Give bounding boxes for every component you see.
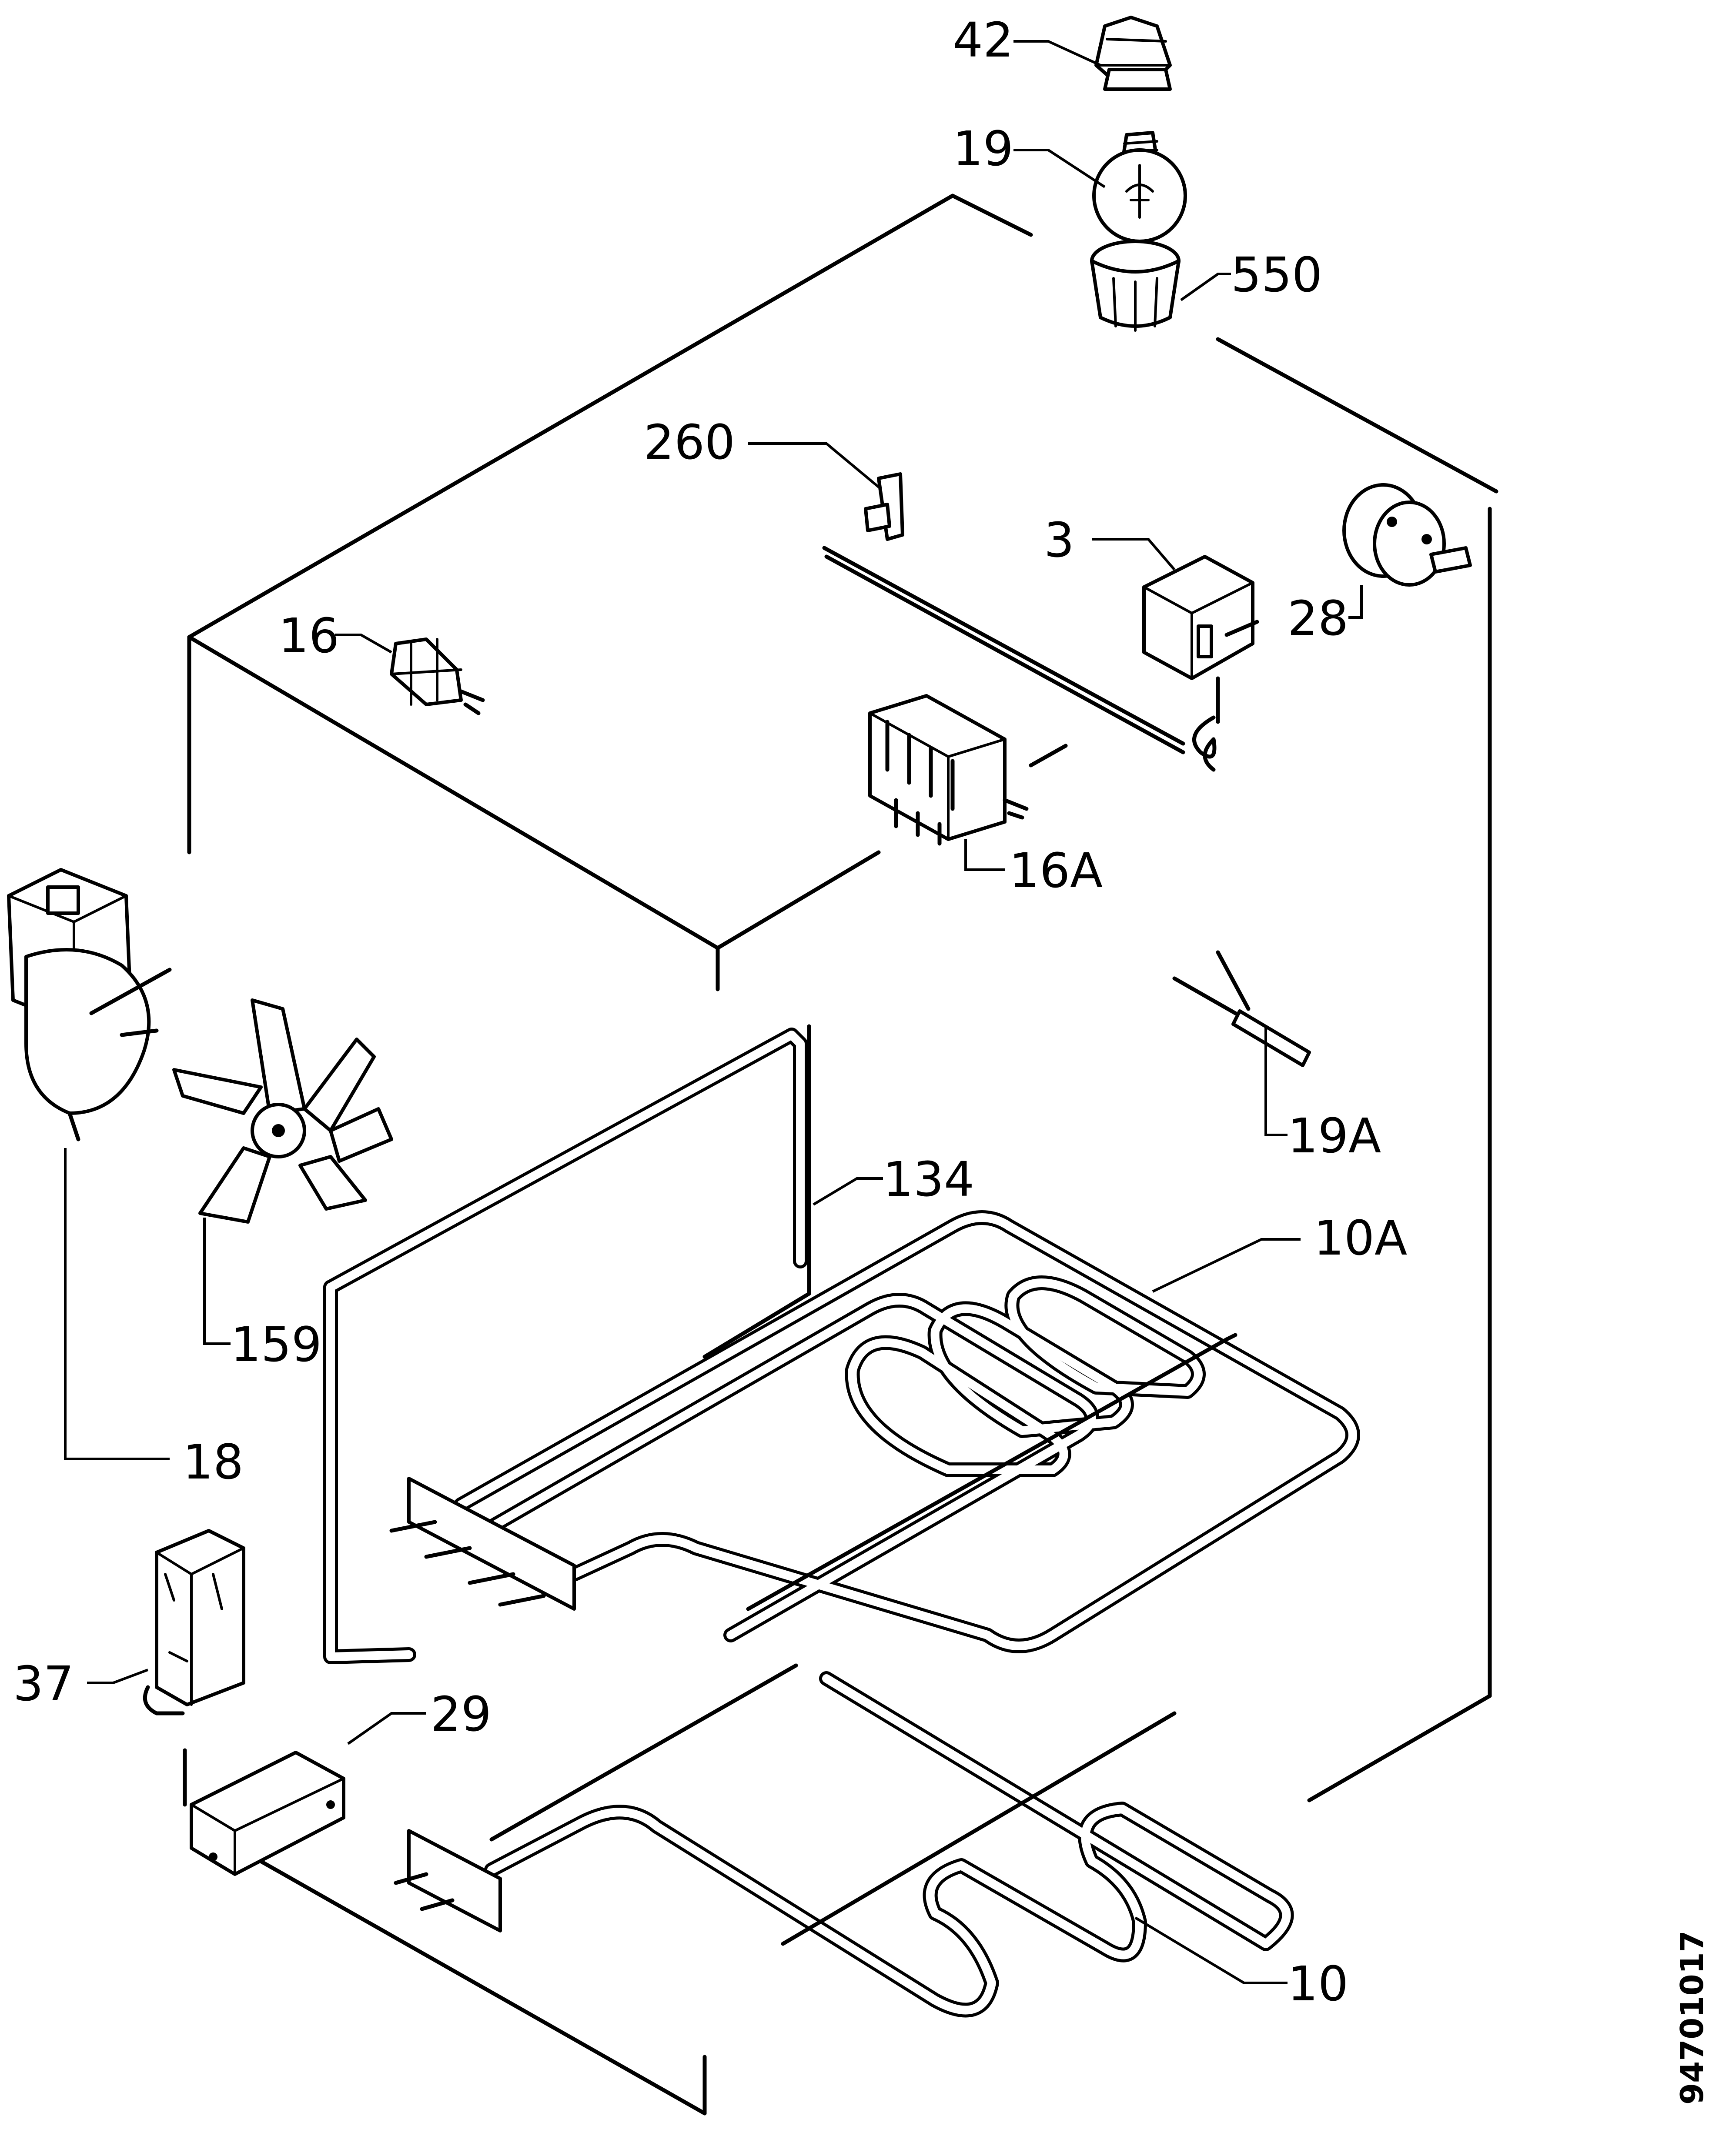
lamp-cover-callout: 42 [953,12,1101,68]
fan-motor-callout: 18 [64,1148,244,1490]
clip-part [864,472,904,541]
fan-blade-part [172,998,393,1224]
temperature-probe-part [1172,950,1311,1067]
timer-knob-callout: 28 [1288,585,1363,646]
terminal-block-callout: 29 [347,1686,492,1745]
part-label-159: 159 [231,1317,322,1372]
push-switch-part [390,637,485,715]
selector-switch-part [868,694,1029,846]
lamp-holder-callout: 550 [1180,247,1322,303]
fan-motor-part [7,868,172,1141]
lamp-cover-part [1094,16,1172,91]
part-label-16A: 16A [1009,843,1103,898]
lamp-bulb-part [1092,131,1187,243]
bottom-element-part [394,1663,1294,2018]
grill-element-callout: 10A [1152,1210,1407,1293]
part-label-28: 28 [1288,591,1348,646]
grill-element-part [389,1210,1360,1653]
part-label-16: 16 [278,608,339,664]
part-label-260: 260 [644,414,735,470]
part-label-10A: 10A [1314,1210,1407,1266]
lamp-bulb-callout: 19 [953,121,1106,188]
push-switch-callout: 16 [278,608,392,664]
lamp-holder-part [1090,240,1181,332]
temperature-probe-callout: 19A [1264,1026,1381,1164]
part-label-19A: 19A [1288,1108,1381,1164]
door-switch-callout: 37 [13,1656,149,1712]
fan-blade-callout: 159 [203,1218,322,1372]
part-label-42: 42 [953,12,1013,68]
door-switch-part [143,1529,245,1715]
part-label-29: 29 [431,1686,492,1742]
part-label-550: 550 [1231,247,1322,303]
part-label-134: 134 [883,1151,974,1207]
gasket-callout: 134 [813,1151,974,1207]
part-label-18: 18 [183,1434,244,1490]
part-label-19: 19 [953,121,1013,177]
timer-knob-part [1342,483,1472,587]
selector-switch-callout: 16A [964,839,1103,898]
clip-callout: 260 [644,414,880,488]
part-label-3: 3 [1044,512,1074,568]
thermostat-part [822,546,1259,772]
oven-cabinet-outline [183,194,1498,2116]
thermostat-callout: 3 [1044,512,1176,571]
gasket-part [323,1028,808,1664]
part-label-37: 37 [13,1656,74,1712]
bottom-element-callout: 10 [1134,1916,1348,2012]
part-label-10: 10 [1288,1956,1348,2012]
terminal-block-part [190,1751,345,1876]
diagram-reference-code: 94701017 [1674,1930,1709,2105]
